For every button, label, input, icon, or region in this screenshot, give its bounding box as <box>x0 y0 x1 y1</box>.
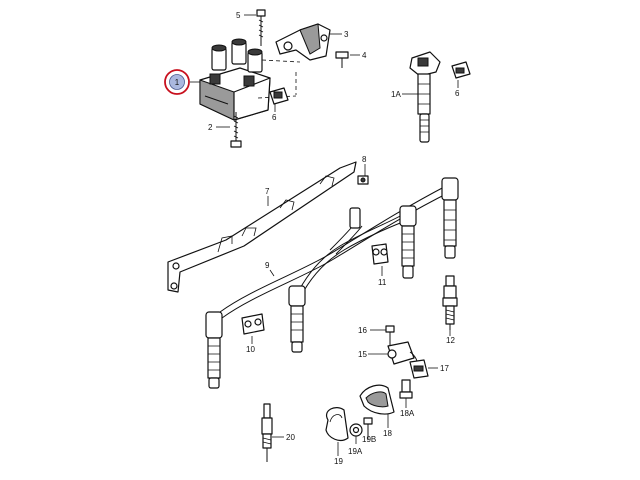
callout-label: 10 <box>246 345 255 354</box>
highlight-label: 1 <box>175 78 180 87</box>
callout-labels: 5 3 4 2 6 1A 6 8 7 9 11 10 16 15 17 12 1… <box>208 11 460 466</box>
callout-label: 12 <box>446 336 455 345</box>
callout-label: 20 <box>286 433 295 442</box>
washer-19a[interactable] <box>349 423 363 437</box>
wire-bracket-7[interactable] <box>167 161 357 293</box>
callout-label: 19B <box>362 435 376 444</box>
connector-6-pencil-coil[interactable] <box>451 61 471 79</box>
highlighted-callout-1[interactable]: 1 <box>164 69 200 95</box>
callout-label: 11 <box>378 278 387 287</box>
callout-label: 19 <box>334 457 343 466</box>
ignition-wire-set-9[interactable] <box>205 177 459 389</box>
pencil-ignition-coil-1a[interactable] <box>409 51 441 143</box>
callout-label: 15 <box>358 350 367 359</box>
connector-6-coil[interactable] <box>269 87 289 105</box>
leader-lines <box>216 14 459 456</box>
ring-19[interactable] <box>325 407 349 442</box>
bolt-8[interactable] <box>357 175 369 185</box>
spark-plug-12[interactable] <box>442 275 458 330</box>
sensor-18a[interactable] <box>399 379 413 399</box>
callout-label: 8 <box>362 155 367 164</box>
callout-label: 19A <box>348 447 363 456</box>
knock-sensor-15[interactable] <box>387 341 419 369</box>
callout-label: 18 <box>383 429 392 438</box>
callout-label: 6 <box>455 89 460 98</box>
callout-label: 7 <box>265 187 270 196</box>
callout-label: 9 <box>265 261 270 270</box>
wire-clip-11[interactable] <box>371 243 389 265</box>
wire-clip-10[interactable] <box>241 313 265 335</box>
callout-label: 16 <box>358 326 367 335</box>
plug-20[interactable] <box>261 403 273 462</box>
connector-17[interactable] <box>409 359 429 379</box>
callout-label: 6 <box>272 113 277 122</box>
bolt-2[interactable] <box>230 112 242 148</box>
callout-label: 1A <box>391 90 401 99</box>
callout-label: 5 <box>236 11 241 20</box>
bolt-19b[interactable] <box>363 417 373 436</box>
callout-label: 3 <box>344 30 349 39</box>
bolt-4[interactable] <box>335 51 349 68</box>
assembly-guide-lines <box>257 59 301 99</box>
callout-label: 18A <box>400 409 415 418</box>
bolt-16[interactable] <box>385 325 395 346</box>
bolt-5[interactable] <box>256 9 266 46</box>
callout-label: 17 <box>440 364 449 373</box>
callout-label: 4 <box>362 51 367 60</box>
ignition-coil-pack[interactable] <box>199 38 271 121</box>
callout-label: 2 <box>208 123 213 132</box>
coil-bracket-3[interactable] <box>275 23 331 61</box>
sensor-bracket-18[interactable] <box>359 384 395 415</box>
